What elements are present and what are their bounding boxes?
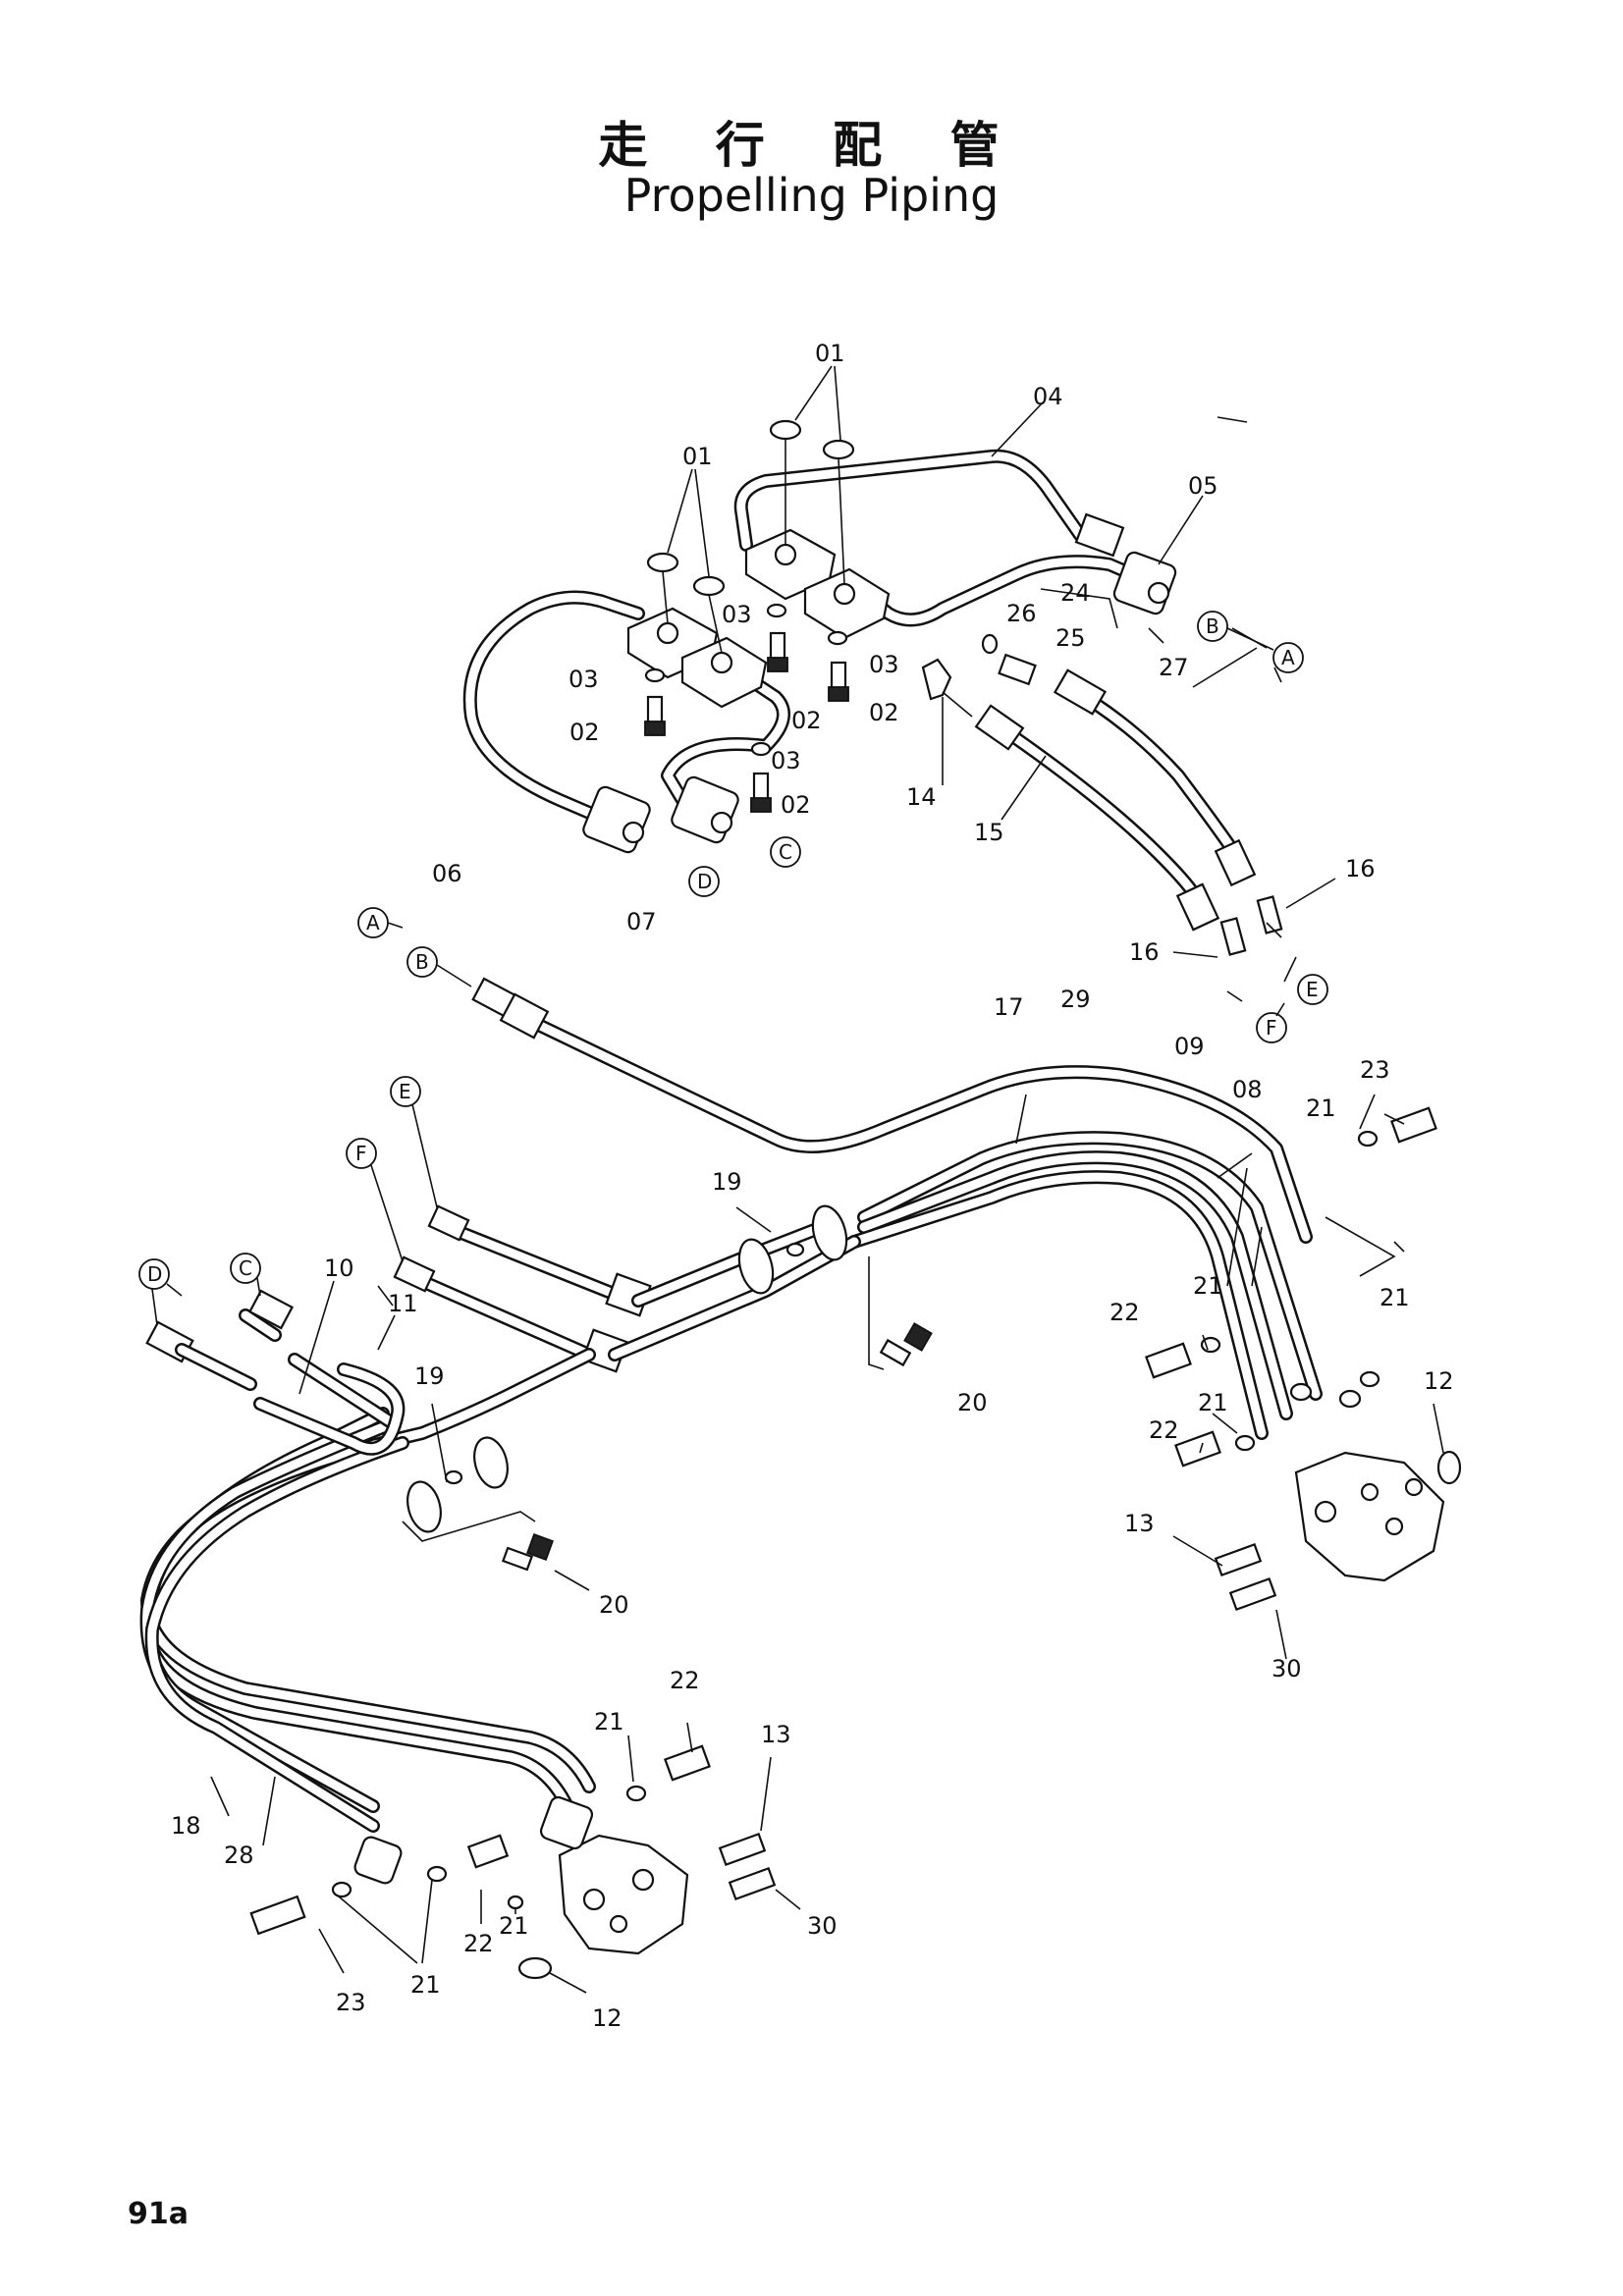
part-label: 21 bbox=[1193, 1272, 1223, 1300]
part-label: 21 bbox=[1380, 1284, 1410, 1311]
part-label: 23 bbox=[1360, 1056, 1390, 1084]
part-label: 11 bbox=[388, 1290, 418, 1317]
part-label: 21 bbox=[499, 1912, 529, 1940]
part-label: 23 bbox=[336, 1989, 366, 2016]
washers-03 bbox=[644, 603, 848, 757]
connection-marker-letter: F bbox=[355, 1142, 367, 1165]
part-label: 15 bbox=[974, 819, 1004, 846]
part-label: 19 bbox=[712, 1168, 742, 1196]
part-label: 05 bbox=[1188, 472, 1218, 500]
tee-fittings bbox=[581, 1215, 861, 1373]
part-label: 10 bbox=[324, 1255, 354, 1282]
connection-marker-letter: A bbox=[1281, 646, 1295, 669]
page-title-english: Propelling Piping bbox=[623, 169, 1000, 222]
main-pipes-lower-run bbox=[139, 1348, 596, 1833]
page-title-japanese: 走 行 配 管 bbox=[598, 117, 1025, 174]
main-pipes-upper-run bbox=[523, 1014, 1323, 1440]
part-label: 03 bbox=[869, 651, 899, 678]
part-label: 01 bbox=[682, 443, 713, 470]
connection-marker-letter: B bbox=[415, 950, 429, 974]
part-label: 02 bbox=[781, 791, 811, 819]
part-label: 21 bbox=[1198, 1389, 1228, 1416]
fitting-ab-left bbox=[471, 977, 550, 1040]
pipes-10-11 bbox=[145, 1289, 406, 1456]
connection-marker-letter: C bbox=[779, 840, 792, 864]
part-label: 04 bbox=[1033, 383, 1063, 410]
part-label: 22 bbox=[463, 1930, 494, 1957]
part-label: 14 bbox=[906, 783, 937, 811]
page-number: 91a bbox=[128, 2197, 189, 2231]
block-left bbox=[353, 1795, 689, 1980]
part-label: 02 bbox=[791, 707, 822, 734]
bolts-02 bbox=[644, 631, 849, 813]
part-label: 02 bbox=[569, 719, 600, 746]
part-label: 13 bbox=[1124, 1510, 1155, 1537]
part-label: 09 bbox=[1174, 1033, 1205, 1060]
connection-marker-symbols bbox=[138, 611, 1328, 1326]
part-label: 03 bbox=[722, 601, 752, 628]
o-rings-01 bbox=[646, 365, 855, 654]
part-label: 21 bbox=[1306, 1095, 1336, 1122]
part-label: 01 bbox=[815, 340, 845, 367]
part-label: 20 bbox=[599, 1591, 629, 1619]
part-label: 30 bbox=[1271, 1655, 1302, 1682]
bolts-and-washers-lower bbox=[249, 1106, 1437, 1936]
connection-marker-letter: B bbox=[1206, 614, 1219, 638]
part-label: 16 bbox=[1129, 938, 1160, 966]
part-label: 20 bbox=[957, 1389, 988, 1416]
part-label: 12 bbox=[1424, 1367, 1454, 1395]
upper-pipe-06 bbox=[462, 590, 651, 854]
part-label: 25 bbox=[1055, 624, 1086, 652]
part-label: 19 bbox=[414, 1362, 445, 1390]
flanges-left bbox=[402, 1436, 554, 1572]
part-label: 29 bbox=[1060, 986, 1091, 1013]
part-label: 26 bbox=[1006, 600, 1037, 627]
part-label: 03 bbox=[771, 747, 801, 774]
part-label: 16 bbox=[1345, 855, 1376, 882]
hoses-e-f bbox=[393, 1204, 625, 1362]
part-label: 07 bbox=[626, 908, 657, 935]
part-label: 08 bbox=[1232, 1076, 1263, 1103]
part-label: 03 bbox=[568, 666, 599, 693]
connection-marker-letter: A bbox=[366, 911, 380, 934]
part-label: 30 bbox=[807, 1912, 838, 1940]
flange-block-upper-left bbox=[626, 607, 768, 709]
part-label: 24 bbox=[1060, 579, 1091, 607]
leader-lines bbox=[210, 401, 1444, 1994]
part-label: 17 bbox=[994, 993, 1024, 1021]
part-label: 06 bbox=[432, 860, 462, 887]
connection-marker-letter: E bbox=[399, 1080, 411, 1103]
part-label: 13 bbox=[761, 1721, 791, 1748]
flanges-center bbox=[737, 1204, 933, 1370]
part-label: 21 bbox=[594, 1708, 624, 1735]
part-label: 22 bbox=[670, 1667, 700, 1694]
part-label: 12 bbox=[592, 2004, 622, 2032]
part-label: 18 bbox=[171, 1812, 201, 1840]
connection-marker-letters: B A C D E F A B E F D C bbox=[147, 614, 1319, 1286]
part-label: 22 bbox=[1109, 1299, 1140, 1326]
part-label: 02 bbox=[869, 699, 899, 726]
block-right bbox=[1289, 1382, 1462, 1582]
connection-marker-letter: F bbox=[1266, 1016, 1277, 1040]
upper-fitting-05 bbox=[1112, 551, 1177, 615]
part-label: 22 bbox=[1149, 1416, 1179, 1444]
connection-marker-letter: D bbox=[147, 1262, 162, 1286]
part-label: 21 bbox=[410, 1971, 441, 1999]
connection-marker-letter: E bbox=[1306, 978, 1319, 1001]
part-label: 28 bbox=[224, 1842, 254, 1869]
part-label: 27 bbox=[1159, 654, 1189, 681]
connection-marker-letter: C bbox=[239, 1256, 252, 1280]
flange-block-upper-right bbox=[744, 528, 891, 640]
hose-assembly-upper-right bbox=[921, 633, 1283, 956]
part-number-labels: 01 01 04 05 03 03 03 03 02 02 02 02 24 2… bbox=[171, 340, 1454, 2032]
connection-marker-letter: D bbox=[697, 870, 712, 893]
